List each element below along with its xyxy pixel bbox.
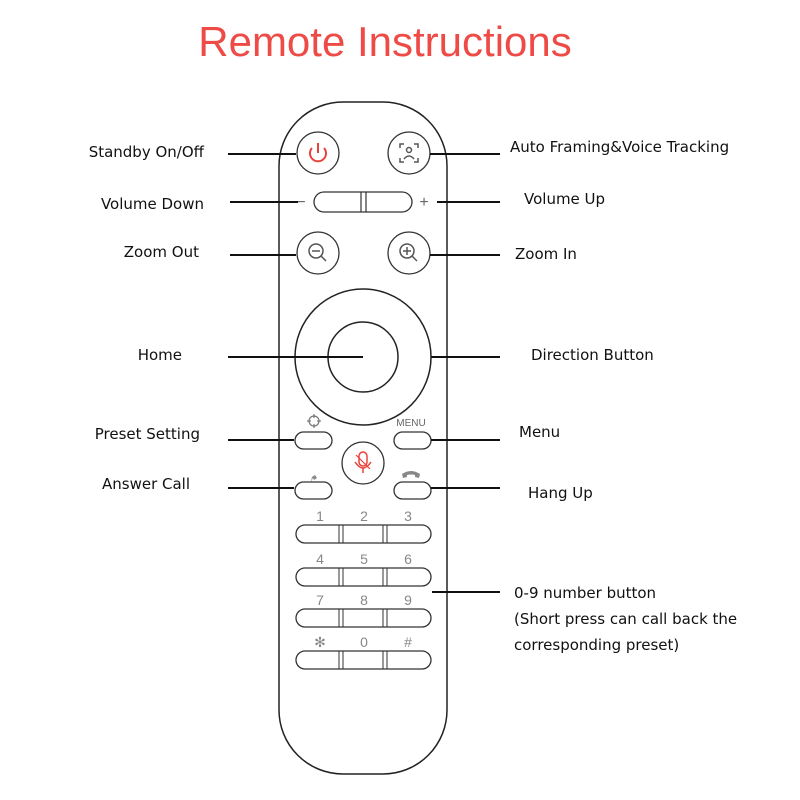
key-label: 0 [360,634,368,650]
label-standby: Standby On/Off [88,143,204,161]
label-zoom-out: Zoom Out [123,243,199,261]
zoom-in-icon [399,243,418,262]
label-numbers-note-1: (Short press can call back the [514,610,738,628]
label-preset: Preset Setting [94,425,200,443]
label-hang-up: Hang Up [528,484,593,502]
key-label: 2 [360,508,368,524]
key-label: 5 [360,551,368,567]
label-answer-call: Answer Call [101,475,190,493]
label-numbers: 0-9 number button (Short press can call … [514,580,737,658]
phone-hangup-icon [402,471,420,478]
label-volume-down: Volume Down [100,195,204,213]
key-label: 8 [360,592,368,608]
microphone-button[interactable] [341,441,385,485]
answer-call-button[interactable] [294,481,333,500]
page-title: Remote Instructions [198,18,572,65]
key-label: 4 [316,551,324,567]
auto-framing-button[interactable] [387,131,431,175]
keypad[interactable]: 1 2 3 4 5 6 7 8 9 ✻ 0 # [295,508,432,670]
key-label: 1 [316,508,324,524]
label-zoom-in: Zoom In [515,245,577,263]
volume-plus-sign: + [419,194,428,211]
hang-up-button[interactable] [393,481,432,500]
label-auto-framing: Auto Framing&Voice Tracking [510,138,730,156]
key-label: 7 [316,592,324,608]
key-label: # [404,634,412,650]
label-direction: Direction Button [531,346,654,364]
volume-minus-sign: − [296,194,305,211]
keypad-row-3[interactable] [295,608,432,628]
microphone-icon [354,451,372,473]
preset-button[interactable] [294,431,333,450]
volume-rocker[interactable] [313,191,413,213]
keypad-row-1[interactable] [295,524,432,544]
zoom-out-icon [308,243,327,262]
keypad-row-4[interactable] [295,650,432,670]
label-home: Home [137,346,182,364]
key-label: ✻ [314,634,326,650]
key-label: 3 [404,508,412,524]
label-volume-up: Volume Up [524,190,606,208]
auto-framing-icon [399,143,419,163]
menu-button[interactable] [393,431,432,450]
preset-crosshair-icon [307,414,321,428]
keypad-row-2[interactable] [295,567,432,587]
menu-text: MENU [396,418,425,429]
zoom-in-button[interactable] [387,231,431,275]
key-label: 9 [404,592,412,608]
power-icon [309,143,327,163]
leader-lines [228,153,500,593]
power-button[interactable] [296,131,340,175]
zoom-out-button[interactable] [296,231,340,275]
label-numbers-note-2: corresponding preset) [514,636,680,654]
key-label: 6 [404,551,412,567]
label-numbers-title: 0-9 number button [514,584,657,602]
label-menu: Menu [519,423,561,441]
